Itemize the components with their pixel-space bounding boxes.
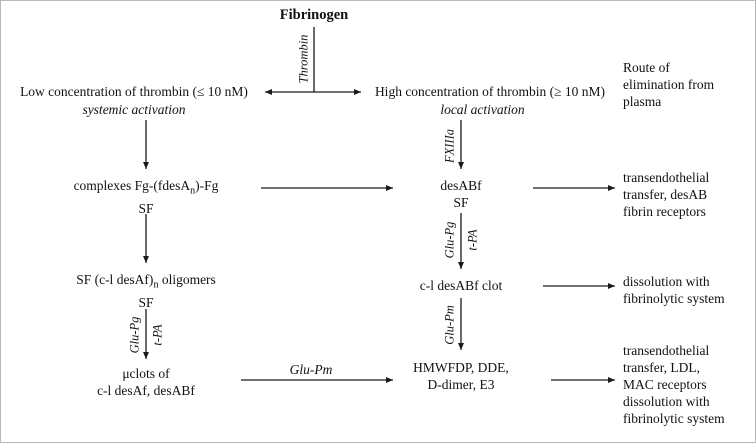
left-branch-subheading: systemic activation: [82, 102, 186, 117]
left-t-pa-label: t-PA: [150, 324, 165, 346]
left-branch-heading: Low concentration of thrombin (≤ 10 nM): [20, 84, 248, 99]
right-glu-pg-label: Glu-Pg: [442, 221, 457, 259]
node-text: )-Fg: [195, 178, 219, 193]
node-text: oligomers: [158, 272, 216, 287]
fxiiia-arrow-label: FXIIIa: [442, 128, 457, 164]
title-fibrinogen: Fibrinogen: [279, 7, 349, 23]
right-branch-subheading: local activation: [440, 102, 525, 117]
route-of-elimination-heading: Route of elimination from plasma: [623, 60, 715, 109]
left-node-complexes: complexes Fg-(fdesAn)-Fg SF: [36, 177, 256, 217]
right-node-hmwfdp: HMWFDP, DDE, D-dimer, E3: [413, 360, 509, 392]
right-node-clot: c-l desABf clot: [419, 278, 503, 293]
route-annotation-desab-receptors: transendothelial transfer, desAB fibrin …: [623, 170, 710, 219]
left-node-oligomers: SF (c-l desAf)n oligomers SF: [36, 271, 256, 311]
left-node-uclots: μclots of c-l desAf, desABf: [97, 366, 195, 398]
node-text: complexes Fg-(fdesA: [73, 178, 191, 193]
left-node-oligomers-line1: SF (c-l desAf)n oligomers: [36, 271, 256, 294]
route-annotation-ldl-mac: transendothelial transfer, LDL, MAC rece…: [623, 343, 725, 426]
right-glu-pm-label: Glu-Pm: [442, 305, 457, 345]
right-t-pa-label: t-PA: [465, 229, 480, 251]
right-branch-heading: High concentration of thrombin (≥ 10 nM): [374, 84, 606, 99]
subscript-n: n: [190, 185, 196, 197]
left-glu-pg-label: Glu-Pg: [127, 316, 142, 354]
right-node-desabf: desABf SF: [440, 178, 482, 210]
route-annotation-fibrinolytic: dissolution with fibrinolytic system: [623, 274, 725, 306]
node-text: SF (c-l desAf): [76, 272, 154, 287]
left-node-complexes-line1: complexes Fg-(fdesAn)-Fg: [36, 177, 256, 200]
cross-arrow-glu-pm-label: Glu-Pm: [289, 362, 333, 377]
thrombin-arrow-label: Thrombin: [296, 34, 311, 84]
left-node-complexes-line2: SF: [138, 200, 154, 216]
left-node-oligomers-line2: SF: [138, 294, 154, 310]
subscript-n: n: [153, 279, 159, 291]
